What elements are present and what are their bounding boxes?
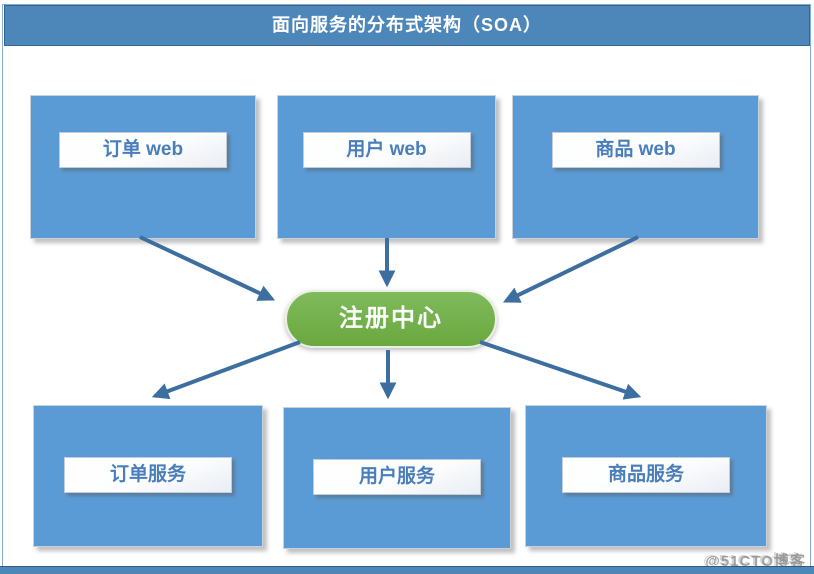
node-product-web: 商品 web [512, 95, 759, 239]
node-product-service-label: 商品服务 [562, 457, 730, 493]
node-user-web-label: 用户 web [302, 132, 471, 168]
node-user-web: 用户 web [277, 95, 496, 239]
node-order-service-label: 订单服务 [64, 457, 232, 493]
node-product-web-label: 商品 web [551, 132, 720, 168]
diagram-frame [2, 4, 811, 568]
node-user-service-label: 用户服务 [313, 459, 481, 495]
node-order-web-label: 订单 web [59, 132, 227, 168]
diagram-title: 面向服务的分布式架构（SOA） [4, 5, 810, 46]
node-product-service: 商品服务 [525, 405, 767, 547]
node-order-service: 订单服务 [33, 405, 263, 547]
node-registry-center: 注册中心 [285, 290, 497, 348]
node-order-web: 订单 web [30, 95, 256, 239]
node-user-service: 用户服务 [283, 407, 511, 549]
watermark-51cto: @51CTO博客 [705, 553, 806, 570]
bottom-border-bar [0, 566, 814, 574]
